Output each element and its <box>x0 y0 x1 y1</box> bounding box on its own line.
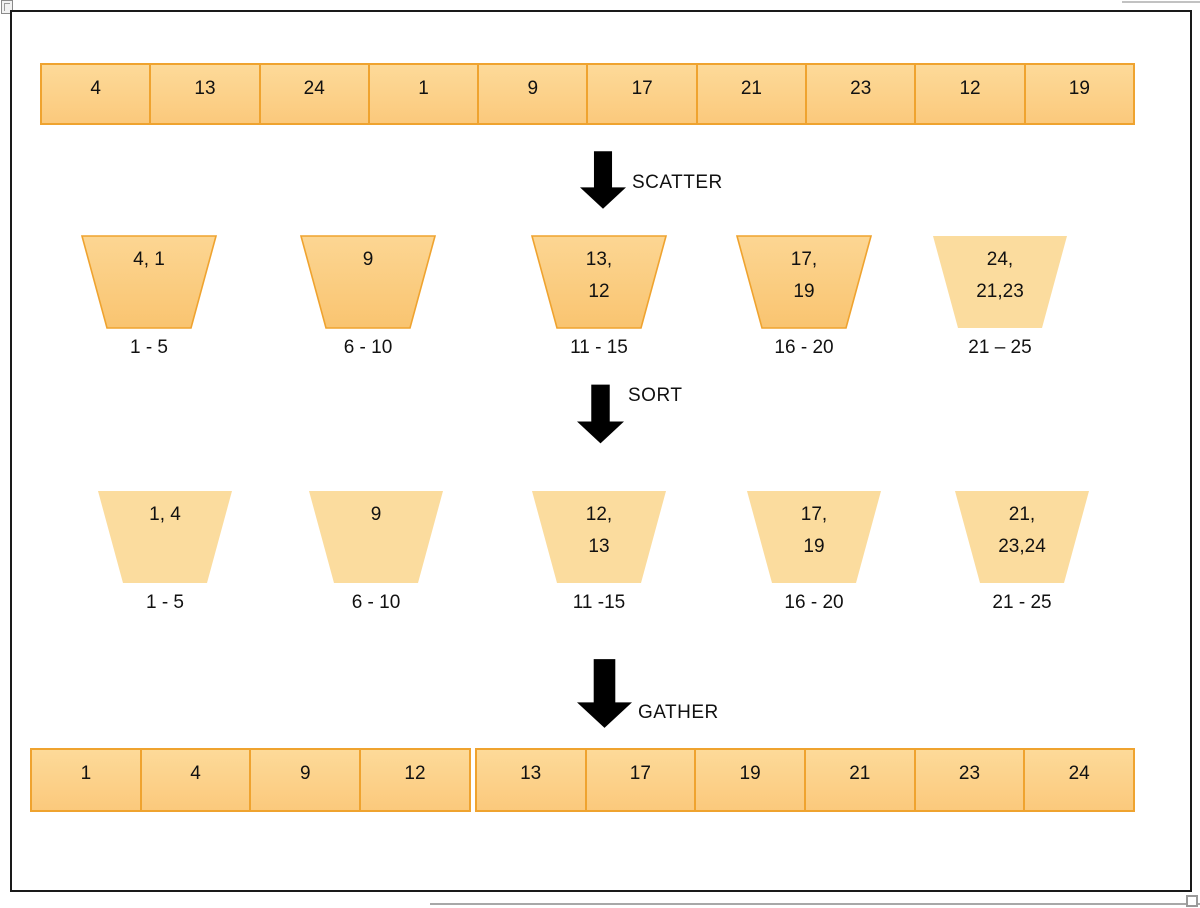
sort-bucket-2: 9 6 - 10 <box>301 490 451 614</box>
array-cell: 24 <box>258 63 370 125</box>
bucket-range-label: 1 - 5 <box>145 592 185 613</box>
bucket-line: 9 <box>362 249 374 270</box>
bucket-range-label: 11 - 15 <box>570 337 628 358</box>
bucket-line: 12 <box>588 281 610 302</box>
array-cell: 23 <box>913 748 1026 812</box>
gather-arrow <box>577 650 632 737</box>
array-cell: 21 <box>695 63 808 125</box>
scatter-bucket-1: 4, 1 1 - 5 <box>74 235 224 359</box>
array-cell: 21 <box>803 748 916 812</box>
sort-arrow <box>577 377 624 451</box>
bucket-range-label: 6 - 10 <box>343 337 393 358</box>
input-array: 4 13 24 1 9 17 21 23 12 19 <box>40 63 1135 125</box>
array-cell: 4 <box>139 748 252 812</box>
bucket-range-label: 21 - 25 <box>992 592 1052 613</box>
bucket-values: 13, 12 <box>524 235 674 329</box>
bucket-values: 24, 21,23 <box>925 235 1075 329</box>
bucket-shape <box>299 235 437 329</box>
bucket-values: 12, 13 <box>524 490 674 584</box>
bucket-values: 1, 4 <box>90 490 240 584</box>
sort-bucket-5: 21, 23,24 21 - 25 <box>947 490 1097 614</box>
bucket-line: 21, <box>1008 504 1036 525</box>
bucket-line: 4, 1 <box>133 249 165 270</box>
gather-label: GATHER <box>638 702 719 723</box>
scatter-bucket-2: 9 6 - 10 <box>293 235 443 359</box>
array-cell: 12 <box>359 748 471 812</box>
bucket-values: 21, 23,24 <box>947 490 1097 584</box>
sort-bucket-3: 12, 13 11 -15 <box>524 490 674 614</box>
bucket-line: 17, <box>790 249 818 270</box>
array-cell: 4 <box>40 63 152 125</box>
bucket-shape <box>747 491 881 583</box>
array-cell: 23 <box>805 63 917 125</box>
bucket-values: 17, 19 <box>729 235 879 329</box>
array-cell: 9 <box>477 63 589 125</box>
array-cell: 13 <box>474 748 587 812</box>
array-cell: 13 <box>149 63 261 125</box>
down-arrow-icon <box>577 384 624 444</box>
output-array: 1 4 9 12 13 17 19 21 23 24 <box>30 748 1136 812</box>
bucket-shape <box>309 491 443 583</box>
scatter-bucket-3: 13, 12 11 - 15 <box>524 235 674 359</box>
bucket-values: 9 <box>293 235 443 329</box>
bucket-line: 19 <box>803 536 825 557</box>
bucket-range-label: 16 - 20 <box>784 592 844 613</box>
diagram-canvas: 4 13 24 1 9 17 21 23 12 19 SCATTER 4, 1 … <box>10 10 1192 892</box>
bucket-line: 19 <box>793 281 815 302</box>
sort-bucket-1: 1, 4 1 - 5 <box>90 490 240 614</box>
bucket-shape <box>98 491 232 583</box>
array-cell: 1 <box>367 63 480 125</box>
window-edge-top <box>1122 1 1200 3</box>
array-cell: 12 <box>914 63 1026 125</box>
array-cell: 1 <box>30 748 142 812</box>
bucket-line: 23,24 <box>998 536 1046 557</box>
bucket-shape <box>532 491 666 583</box>
bucket-range-label: 21 – 25 <box>968 337 1032 358</box>
bucket-range-label: 1 - 5 <box>129 337 169 358</box>
down-arrow-icon <box>577 659 632 728</box>
bucket-line: 21,23 <box>976 281 1024 302</box>
sort-bucket-4: 17, 19 16 - 20 <box>739 490 889 614</box>
window-edge-bottom <box>430 903 1200 905</box>
bucket-line: 12, <box>585 504 613 525</box>
bucket-values: 17, 19 <box>739 490 889 584</box>
array-cell: 17 <box>586 63 698 125</box>
bucket-shape <box>955 491 1089 583</box>
bucket-line: 13 <box>588 536 610 557</box>
scatter-arrow <box>580 145 626 215</box>
bucket-line: 24, <box>986 249 1014 270</box>
bucket-line: 9 <box>370 504 382 525</box>
bucket-range-label: 16 - 20 <box>774 337 834 358</box>
scatter-bucket-4: 17, 19 16 - 20 <box>729 235 879 359</box>
bucket-line: 1, 4 <box>149 504 181 525</box>
bucket-shape <box>933 236 1067 328</box>
bucket-shape <box>735 235 873 329</box>
bucket-range-label: 6 - 10 <box>351 592 401 613</box>
bucket-values: 9 <box>301 490 451 584</box>
scatter-label: SCATTER <box>632 172 723 193</box>
scatter-bucket-5: 24, 21,23 21 – 25 <box>925 235 1075 359</box>
bucket-range-label: 11 -15 <box>572 592 626 613</box>
sort-label: SORT <box>628 385 683 406</box>
resize-handle[interactable] <box>1186 895 1198 907</box>
array-cell: 24 <box>1023 748 1136 812</box>
down-arrow-icon <box>580 151 626 209</box>
bucket-shape <box>530 235 668 329</box>
array-cell: 19 <box>1023 63 1135 125</box>
bucket-line: 17, <box>800 504 828 525</box>
array-cell: 9 <box>249 748 362 812</box>
array-cell: 17 <box>584 748 697 812</box>
bucket-line: 13, <box>585 249 613 270</box>
bucket-values: 4, 1 <box>74 235 224 329</box>
array-cell: 19 <box>694 748 806 812</box>
bucket-shape <box>80 235 218 329</box>
